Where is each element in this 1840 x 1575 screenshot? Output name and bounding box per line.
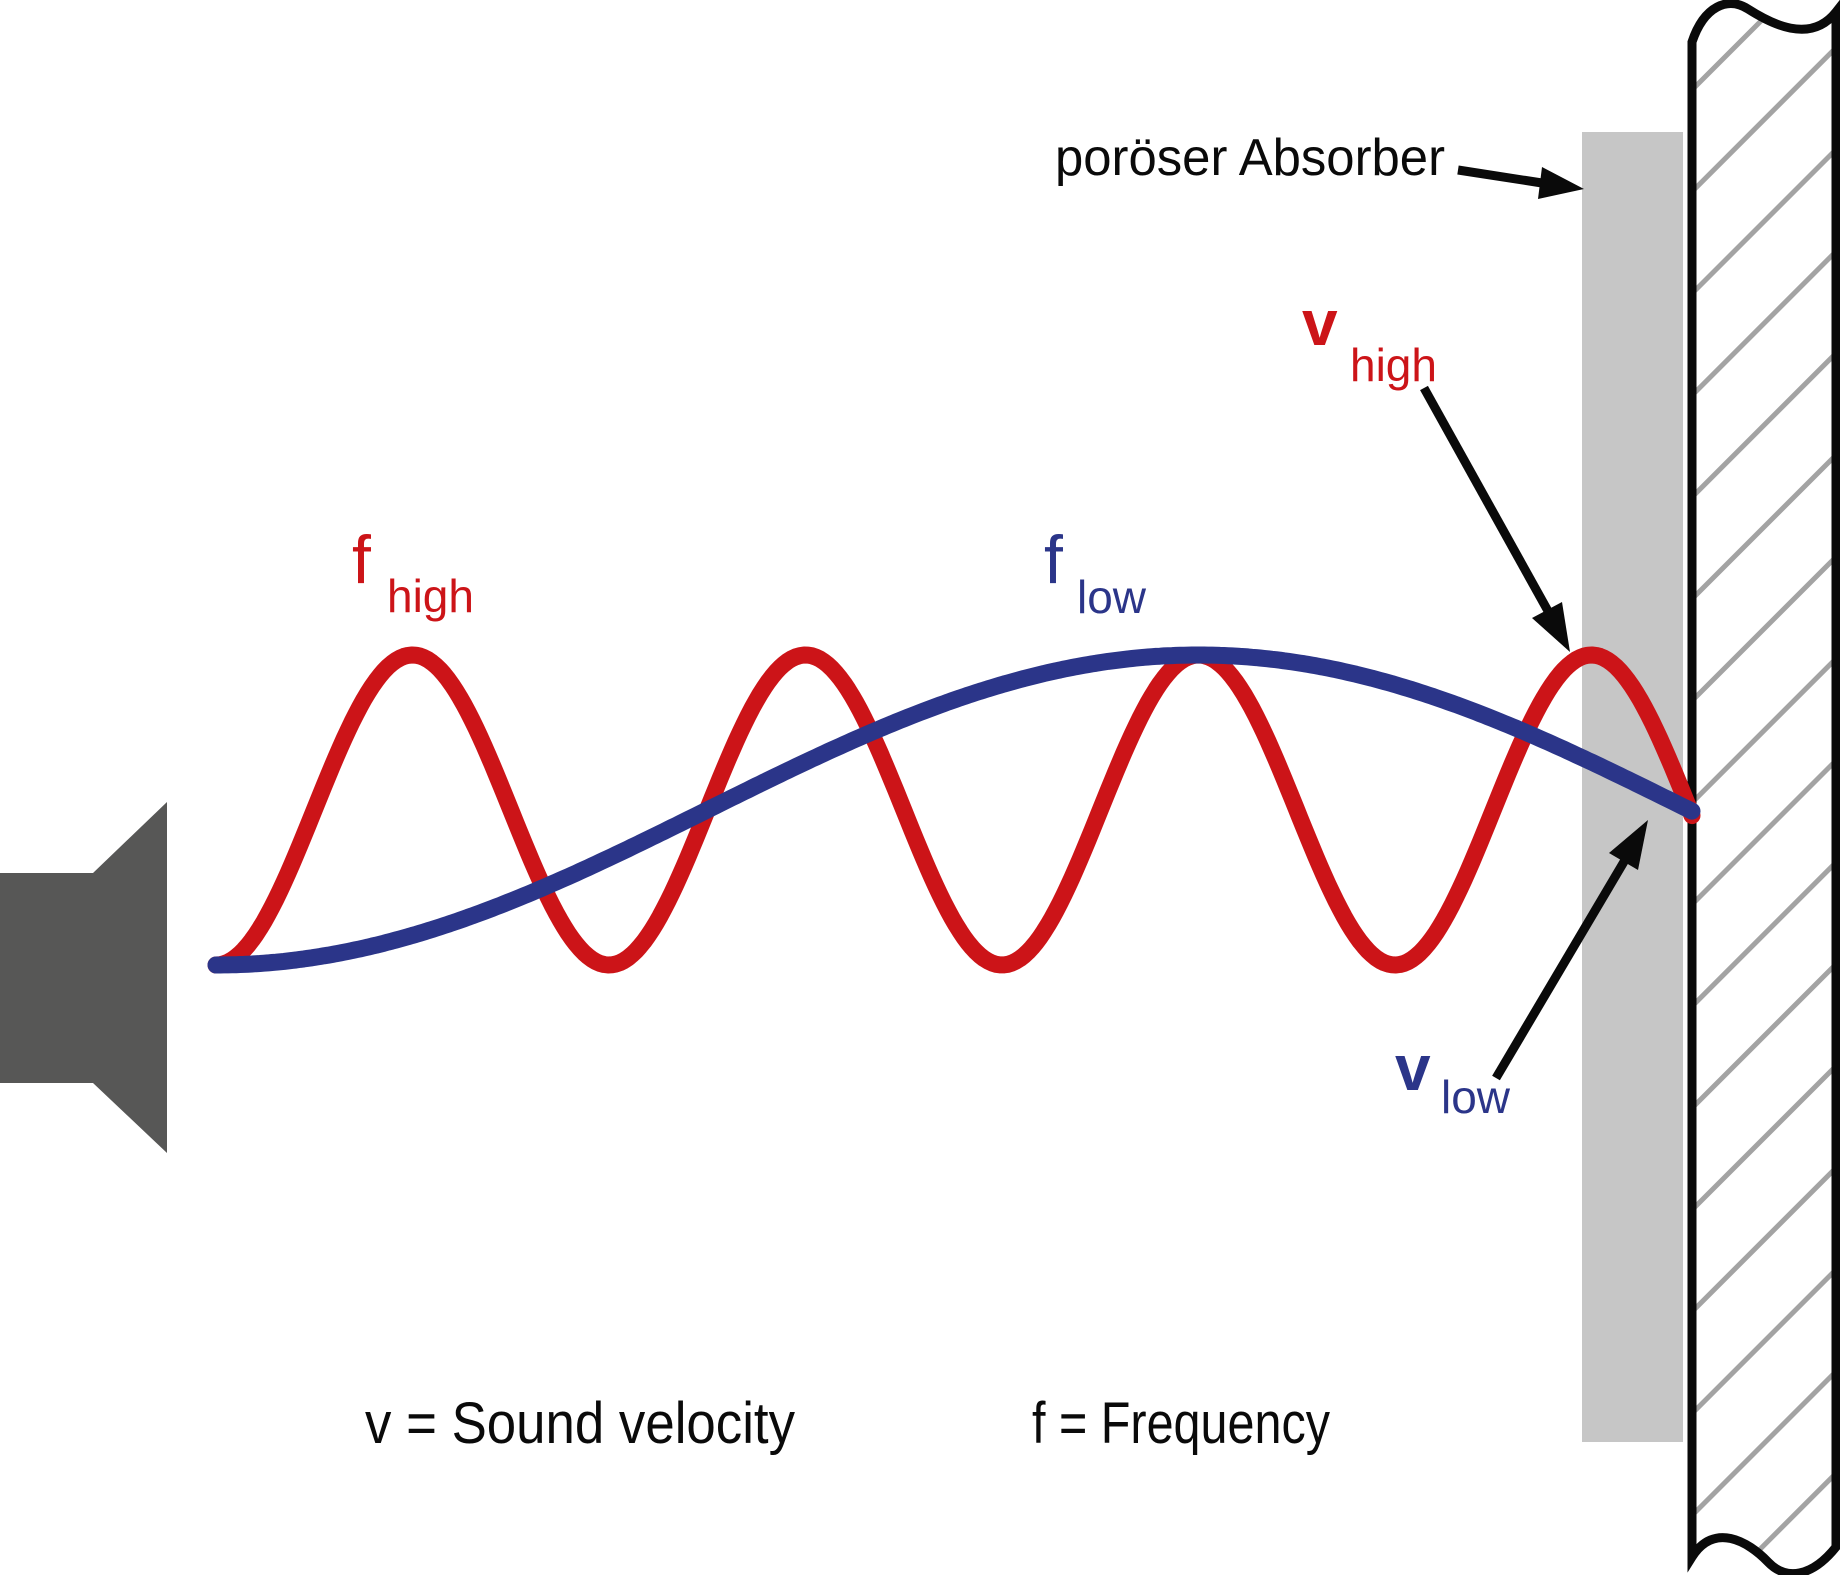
absorber-label: poröser Absorber: [1055, 129, 1445, 187]
f-low-subscript: low: [1077, 571, 1147, 623]
v-low-arrowhead-icon: [1609, 820, 1648, 870]
wall-outline: [1687, 0, 1840, 1575]
absorber-arrowhead-icon: [1538, 167, 1584, 199]
absorber-pointer-arrow: [1457, 165, 1584, 199]
f-high-label: f high: [352, 522, 474, 622]
f-high-symbol: f: [352, 522, 371, 598]
f-low-label: f low: [1044, 522, 1147, 623]
v-low-pointer-arrow: [1492, 820, 1648, 1081]
loudspeaker-icon: [0, 802, 167, 1153]
high-frequency-wave: [207, 646, 1701, 974]
v-high-label: v high: [1302, 287, 1437, 391]
legend-frequency: f = Frequency: [1032, 1391, 1330, 1456]
absorber-arrow-shaft: [1457, 165, 1543, 188]
wall: [1687, 0, 1840, 1575]
wall-hatching: [1692, 3, 1836, 1574]
f-high-subscript: high: [387, 570, 474, 622]
v-low-label: v low: [1395, 1032, 1511, 1123]
low-frequency-wave: [207, 646, 1701, 974]
v-low-symbol: v: [1395, 1032, 1431, 1104]
v-low-arrow-shaft: [1492, 857, 1629, 1081]
v-low-subscript: low: [1441, 1071, 1511, 1123]
legend-sound-velocity: v = Sound velocity: [365, 1391, 795, 1456]
v-high-arrowhead-icon: [1532, 602, 1570, 652]
v-high-subscript: high: [1350, 339, 1437, 391]
f-low-symbol: f: [1044, 522, 1063, 598]
v-high-symbol: v: [1302, 287, 1338, 359]
v-high-pointer-arrow: [1420, 385, 1570, 652]
v-high-arrow-shaft: [1420, 385, 1552, 614]
